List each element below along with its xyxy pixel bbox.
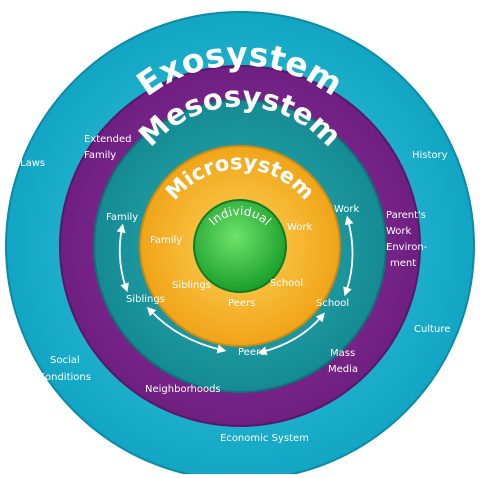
macro-economic-system: Economic System	[220, 433, 309, 444]
arrow-peers-school	[257, 312, 325, 356]
macro-social-2: Conditions	[38, 372, 91, 383]
macro-social-1: Social	[50, 355, 80, 366]
exo-extended-2: Family	[84, 150, 116, 161]
exo-parent-4: ment	[390, 258, 416, 269]
micro-work: Work	[287, 222, 313, 233]
macro-history: History	[412, 150, 448, 161]
meso-work: Work	[334, 204, 360, 215]
exo-parent-1: Parent's	[386, 210, 426, 221]
macro-laws: Laws	[20, 158, 45, 169]
arrow-family-siblings	[116, 223, 129, 293]
exo-mass-2: Media	[328, 364, 358, 375]
micro-peers: Peers	[228, 298, 255, 309]
meso-peers: Peers	[238, 347, 265, 358]
individual-circle	[193, 199, 287, 293]
micro-siblings: Siblings	[172, 280, 211, 291]
meso-siblings: Siblings	[126, 294, 165, 305]
exo-neighborhoods: Neighborhoods	[145, 384, 221, 395]
meso-family: Family	[106, 212, 138, 223]
exo-parent-2: Work	[386, 226, 412, 237]
arrow-siblings-peers	[146, 306, 227, 354]
micro-family: Family	[150, 235, 182, 246]
macro-culture: Culture	[414, 324, 450, 335]
exo-mass-1: Mass	[330, 348, 355, 359]
exo-extended-1: Extended	[84, 134, 132, 145]
micro-school: School	[270, 278, 303, 289]
arrow-school-work	[343, 215, 354, 297]
meso-school: School	[316, 298, 349, 309]
exo-parent-3: Environ-	[386, 242, 428, 253]
